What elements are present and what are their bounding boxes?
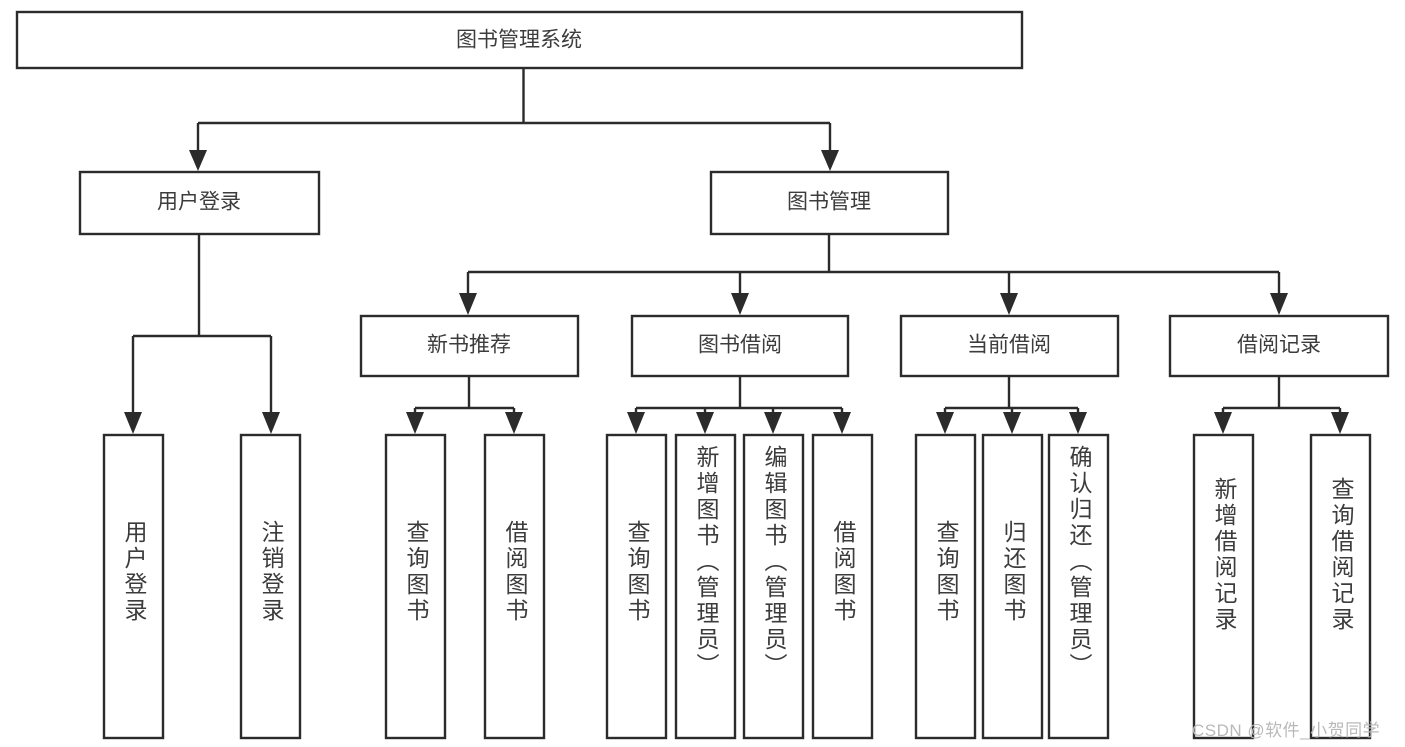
node-box-leaf-confirm-return-admin[interactable] <box>1047 433 1110 740</box>
connector-layer <box>124 68 1349 434</box>
node-box-leaf-borrow-book[interactable] <box>811 433 874 740</box>
node-box-current-borrow[interactable] <box>899 314 1120 378</box>
arrow-head-leaf-query-book-recommend <box>406 412 424 434</box>
node-layer: 图书管理系统 用户登录 图书管理 新书推荐 图书借阅 当前借阅 借阅记录 <box>15 10 1390 740</box>
node-box-book-borrow[interactable] <box>630 314 850 378</box>
arrow-head-leaf-borrow-book-recommend <box>505 412 523 434</box>
node-label-user-login: 用户登录 <box>157 191 241 214</box>
node-label-root: 图书管理系统 <box>456 29 582 52</box>
arrow-head-leaf-logout <box>262 412 280 434</box>
node-box-borrow-record[interactable] <box>1168 314 1390 378</box>
node-box-leaf-query-book-recommend[interactable] <box>384 433 447 740</box>
arrow-head-leaf-query-borrow-record <box>1331 412 1349 434</box>
node-box-leaf-query-book-borrow[interactable] <box>605 433 668 740</box>
node-box-leaf-user-login[interactable] <box>102 433 165 740</box>
arrow-head-leaf-borrow-book <box>833 412 851 434</box>
node-label-borrow-record: 借阅记录 <box>1237 334 1321 357</box>
arrow-head-leaf-return-book <box>1003 412 1021 434</box>
node-label-book-borrow: 图书借阅 <box>698 334 782 357</box>
arrow-head-new-book-recommend <box>459 293 477 315</box>
node-box-leaf-borrow-book-recommend[interactable] <box>483 433 546 740</box>
node-box-leaf-return-book[interactable] <box>981 433 1044 740</box>
arrow-head-leaf-add-book-admin <box>696 412 714 434</box>
arrow-head-leaf-query-book-borrow <box>627 412 645 434</box>
node-box-leaf-add-book-admin[interactable] <box>674 433 737 740</box>
node-box-leaf-edit-book-admin[interactable] <box>742 433 805 740</box>
node-box-leaf-add-borrow-record[interactable] <box>1192 433 1255 740</box>
arrow-head-leaf-confirm-return-admin <box>1069 412 1087 434</box>
node-box-leaf-query-borrow-record[interactable] <box>1309 433 1372 740</box>
node-label-current-borrow: 当前借阅 <box>967 334 1051 357</box>
node-box-leaf-query-book-current[interactable] <box>914 433 977 740</box>
arrow-head-borrow-record <box>1270 293 1288 315</box>
node-box-book-management[interactable] <box>709 170 950 236</box>
arrow-head-leaf-user-login <box>124 412 142 434</box>
node-box-root[interactable] <box>15 10 1024 70</box>
arrow-head-leaf-query-book-current <box>936 412 954 434</box>
node-box-user-login[interactable] <box>78 170 321 236</box>
node-box-leaf-logout[interactable] <box>239 433 302 740</box>
node-box-new-book-recommend[interactable] <box>359 314 580 378</box>
node-label-new-book-recommend: 新书推荐 <box>427 334 511 357</box>
arrow-head-user-login <box>189 150 207 171</box>
arrow-head-book-management <box>821 150 839 171</box>
arrow-head-leaf-edit-book-admin <box>764 412 782 434</box>
csdn-watermark: CSDN @软件_小贺同学 <box>1192 721 1381 740</box>
arrow-head-current-borrow <box>1000 293 1018 315</box>
arrow-head-book-borrow <box>731 293 749 315</box>
node-label-book-management: 图书管理 <box>787 191 871 214</box>
arrow-head-leaf-add-borrow-record <box>1214 412 1232 434</box>
